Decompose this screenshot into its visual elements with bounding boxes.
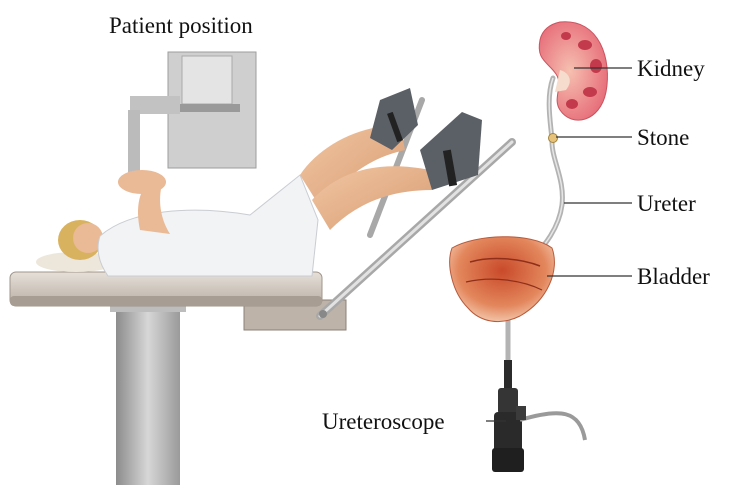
patient [36,88,482,276]
c-arm-unit [128,52,256,180]
table-pedestal [110,300,186,485]
label-ureteroscope: Ureteroscope [322,410,445,433]
label-ureter: Ureter [637,192,696,215]
bladder [450,237,555,322]
title: Patient position [109,14,253,37]
label-kidney: Kidney [637,57,705,80]
label-bladder: Bladder [637,265,710,288]
label-stone: Stone [637,126,689,149]
stone [549,134,558,143]
ureteroscope [492,360,585,472]
operating-table [10,272,322,306]
